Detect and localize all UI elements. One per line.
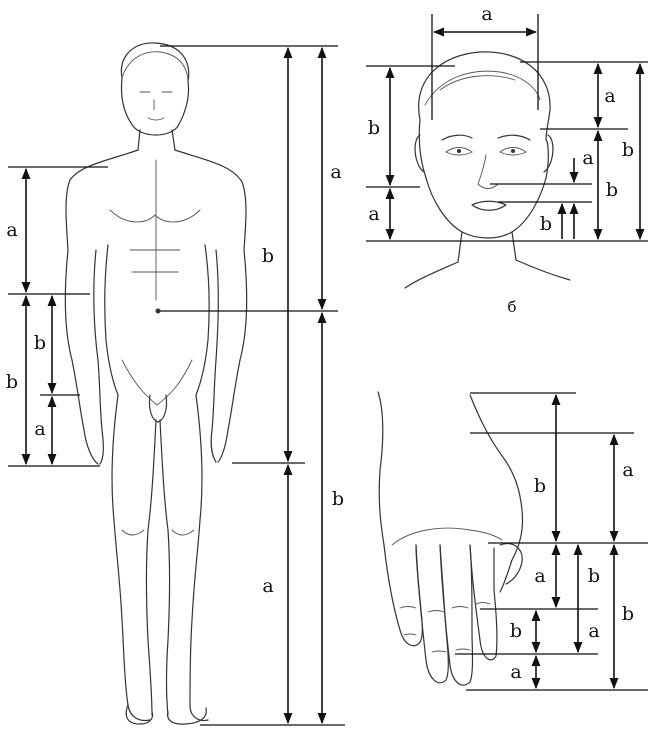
label-head-nose-mouth-a: a	[582, 147, 593, 169]
label-body-wrist-to-feet-a: a	[262, 575, 273, 597]
label-head-top-to-nose-b: b	[368, 117, 380, 139]
label-hand-finger-b-right: b	[588, 565, 600, 587]
body-labels: a b b a a b b a	[6, 161, 344, 597]
label-hand-wrist-to-knuckle-b: b	[534, 475, 546, 497]
hand-extension-lines	[455, 393, 648, 690]
label-hand-palm-a: a	[622, 459, 633, 481]
body-dimension-lines	[26, 48, 322, 723]
label-arm-lower-b: b	[6, 371, 18, 393]
hand-dimension-lines	[536, 395, 614, 688]
hand-labels: b a a b b b a a	[510, 459, 634, 683]
label-head-mouth-chin-b: b	[540, 213, 552, 235]
label-hand-a: a	[34, 418, 45, 440]
label-arm-upper-a: a	[6, 219, 17, 241]
label-hand-middle-a-right: a	[588, 620, 599, 642]
head-caption: б	[507, 298, 516, 316]
label-hand-tip-a: a	[510, 661, 521, 683]
label-hand-knuckle-to-joint-a: a	[534, 565, 545, 587]
label-body-navel-to-feet-b: b	[332, 488, 344, 510]
hand-figure	[378, 392, 523, 685]
label-hand-finger-full-b: b	[622, 603, 634, 625]
body-figure	[65, 43, 246, 724]
label-head-eyes-to-chin-b: b	[606, 179, 618, 201]
head-figure	[405, 52, 570, 288]
label-head-top-to-eyes-a: a	[604, 85, 615, 107]
label-body-head-to-wrist-b: b	[262, 245, 274, 267]
label-head-full-b: b	[622, 139, 634, 161]
head-labels: a b a a b b a b б	[368, 3, 634, 316]
label-forearm-b: b	[34, 332, 46, 354]
head-extension-lines	[366, 14, 648, 241]
label-hand-middle-phalanx-b: b	[510, 620, 522, 642]
label-head-nose-to-chin-a: a	[368, 203, 379, 225]
label-head-width-a: a	[481, 3, 492, 25]
label-body-head-to-navel-a: a	[330, 161, 341, 183]
